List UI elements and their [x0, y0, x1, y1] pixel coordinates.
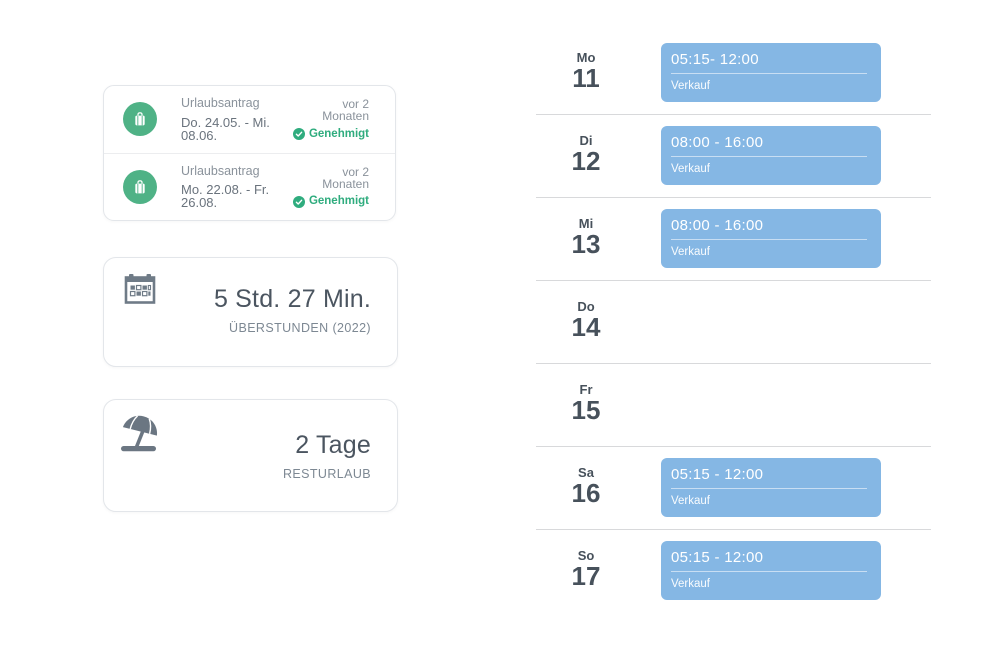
day-header: Mo 11 — [536, 32, 636, 93]
weekday-label: Di — [579, 133, 593, 148]
shift-time: 05:15 - 12:00 — [671, 549, 764, 566]
shift-label: Verkauf — [671, 578, 710, 590]
day-number: 12 — [571, 146, 601, 176]
weekday-label: Sa — [578, 465, 594, 480]
shift-divider — [671, 571, 867, 572]
status-label: Genehmigt — [308, 195, 369, 207]
request-date-range: Do. 24.05. - Mi. 08.06. — [181, 114, 270, 143]
schedule-day-row: Mo 11 05:15- 12:00 Verkauf — [536, 32, 931, 115]
shift-block[interactable]: 08:00 - 16:00 Verkauf — [661, 209, 881, 268]
overtime-value: 5 Std. 27 Min. — [213, 285, 371, 313]
remaining-vacation-card: 2 Tage RESTURLAUB — [103, 399, 398, 512]
day-header: Fr 15 — [536, 364, 636, 425]
week-schedule: Mo 11 05:15- 12:00 Verkauf Di 12 08:00 -… — [536, 32, 931, 613]
day-header: Di 12 — [536, 115, 636, 176]
vacation-label: RESTURLAUB — [282, 467, 371, 481]
shift-time: 05:15 - 12:00 — [671, 466, 764, 483]
shift-time: 08:00 - 16:00 — [671, 134, 764, 151]
shift-block[interactable]: 05:15 - 12:00 Verkauf — [661, 458, 881, 517]
shift-label: Verkauf — [671, 246, 710, 258]
shift-divider — [671, 156, 867, 157]
shift-time: 08:00 - 16:00 — [671, 217, 764, 234]
request-date-range: Mo. 22.08. - Fr. 26.08. — [181, 182, 270, 210]
shift-time: 05:15- 12:00 — [671, 51, 759, 68]
shift-label: Verkauf — [671, 495, 710, 507]
shift-block[interactable]: 05:15 - 12:00 Verkauf — [661, 541, 881, 600]
status-badge: Genehmigt — [292, 195, 369, 208]
check-circle-icon — [292, 195, 305, 208]
overtime-card: 5 Std. 27 Min. ÜBERSTUNDEN (2022) — [103, 257, 398, 367]
schedule-day-row: Mi 13 08:00 - 16:00 Verkauf — [536, 198, 931, 281]
status-label: Genehmigt — [308, 127, 369, 140]
day-number: 17 — [571, 561, 601, 591]
shift-divider — [671, 239, 867, 240]
overtime-label: ÜBERSTUNDEN (2022) — [229, 321, 371, 335]
weekday-label: Do — [577, 299, 595, 314]
calendar-icon — [121, 271, 159, 312]
day-header: Do 14 — [536, 281, 636, 342]
schedule-day-row: So 17 05:15 - 12:00 Verkauf — [536, 530, 931, 613]
status-badge: Genehmigt — [292, 127, 369, 141]
day-number: 11 — [572, 63, 600, 93]
vacation-request-item[interactable]: Urlaubsantrag Mo. 22.08. - Fr. 26.08. vo… — [104, 152, 395, 221]
request-title: Urlaubsantrag — [181, 96, 260, 110]
weekday-label: Mo — [576, 50, 596, 65]
weekday-label: Fr — [579, 382, 593, 397]
shift-label: Verkauf — [671, 80, 710, 92]
schedule-day-row: Fr 15 — [536, 364, 931, 447]
suitcase-icon — [123, 169, 157, 204]
request-age: vor 2 Monaten — [322, 97, 369, 124]
schedule-day-row: Sa 16 05:15 - 12:00 Verkauf — [536, 447, 931, 530]
check-circle-icon — [292, 128, 305, 141]
day-header: Sa 16 — [536, 447, 636, 508]
day-number: 13 — [571, 229, 601, 259]
vacation-requests-card: Urlaubsantrag Do. 24.05. - Mi. 08.06. vo… — [103, 85, 396, 221]
vacation-request-item[interactable]: Urlaubsantrag Do. 24.05. - Mi. 08.06. vo… — [104, 86, 395, 153]
beach-umbrella-icon — [117, 411, 165, 460]
shift-divider — [671, 73, 867, 74]
vacation-value: 2 Tage — [295, 431, 371, 459]
weekday-label: Mi — [578, 216, 594, 231]
request-title: Urlaubsantrag — [181, 163, 260, 178]
shift-block[interactable]: 08:00 - 16:00 Verkauf — [661, 126, 881, 185]
day-number: 15 — [571, 395, 601, 425]
day-header: Mi 13 — [536, 198, 636, 259]
schedule-day-row: Do 14 — [536, 281, 931, 364]
day-header: So 17 — [536, 530, 636, 591]
schedule-day-row: Di 12 08:00 - 16:00 Verkauf — [536, 115, 931, 198]
request-age: vor 2 Monaten — [322, 164, 369, 191]
day-number: 14 — [571, 312, 601, 342]
weekday-label: So — [577, 548, 595, 563]
shift-divider — [671, 488, 867, 489]
shift-block[interactable]: 05:15- 12:00 Verkauf — [661, 43, 881, 102]
shift-label: Verkauf — [671, 163, 710, 175]
day-number: 16 — [571, 478, 601, 508]
suitcase-icon — [123, 102, 157, 137]
